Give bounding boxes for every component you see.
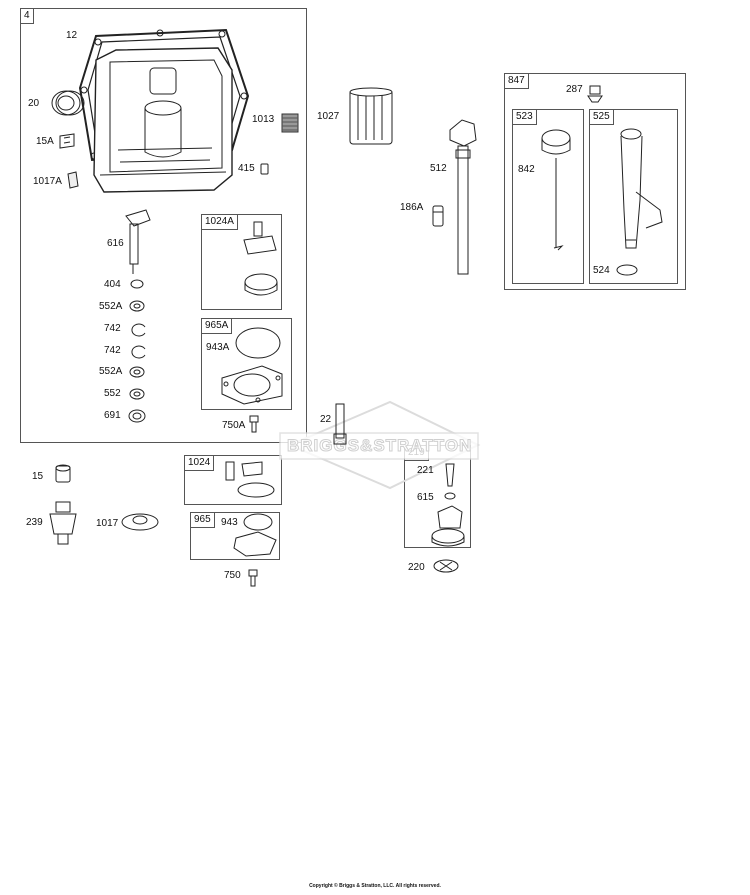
label-part-15: 15: [32, 471, 44, 482]
label-part-616: 616: [107, 238, 124, 249]
label-part-186A: 186A: [400, 202, 424, 213]
washer-552A-b-icon: [129, 366, 145, 378]
label-part-552: 552: [104, 388, 121, 399]
label-part-552A-2: 552A: [99, 366, 123, 377]
label-part-691: 691: [104, 410, 121, 421]
pin-221-icon: [445, 463, 455, 487]
label-part-750: 750: [224, 570, 241, 581]
label-part-239: 239: [26, 517, 43, 528]
label-part-220: 220: [408, 562, 425, 573]
label-part-943: 943: [221, 517, 238, 528]
group-box-965: 965: [190, 512, 280, 560]
plug-415-icon: [260, 163, 269, 175]
governor-gear-219-icon: [431, 505, 465, 547]
dipstick-842-icon: [541, 129, 571, 251]
washer-552-icon: [129, 388, 145, 400]
oil-seal-20-icon: [51, 90, 85, 116]
label-part-750A: 750A: [222, 420, 246, 431]
label-part-15A: 15A: [36, 136, 54, 147]
oil-pump-1024-icon: [225, 461, 275, 498]
screw-287-icon: [587, 85, 603, 103]
cover-965-icon: [233, 531, 277, 557]
label-part-615: 615: [417, 492, 434, 503]
label-part-415: 415: [238, 163, 255, 174]
group-tag-965A: 965A: [202, 319, 233, 334]
label-part-943A: 943A: [206, 342, 230, 353]
washer-404-icon: [130, 279, 144, 289]
plug-15-icon: [55, 464, 71, 483]
group-box-523: 523: [512, 109, 584, 284]
group-box-965A: 965A: [201, 318, 292, 410]
label-part-1013: 1013: [252, 114, 275, 125]
label-part-552A-1: 552A: [99, 301, 123, 312]
label-part-404: 404: [104, 279, 121, 290]
cap-1017-icon: [121, 513, 159, 531]
label-part-1017: 1017: [96, 518, 119, 529]
group-tag-525: 525: [590, 110, 614, 125]
group-box-1024A: 1024A: [201, 214, 282, 310]
sump-body-icon: [93, 47, 233, 193]
group-tag-847: 847: [505, 74, 529, 89]
e-ring-742-icon: [131, 323, 146, 337]
group-box-1024: 1024: [184, 455, 282, 505]
part-1013-icon: [281, 113, 299, 133]
cover-965A-icon: [221, 365, 283, 405]
group-tag-523: 523: [513, 110, 537, 125]
oil-pump-1024A-icon: [243, 221, 278, 296]
gasket-943-icon: [243, 513, 273, 531]
screw-750-icon: [248, 569, 258, 587]
gasket-943A-icon: [235, 327, 281, 359]
washer-220-icon: [433, 559, 459, 573]
label-part-742-2: 742: [104, 345, 121, 356]
screw-750A-icon: [249, 415, 259, 433]
group-tag-4: 4: [21, 9, 34, 24]
bolt-22-icon: [333, 403, 347, 445]
label-part-221: 221: [417, 465, 434, 476]
o-ring-524-icon: [616, 264, 638, 276]
label-part-20: 20: [28, 98, 40, 109]
watermark-text: BRIGGS&STRATTON: [286, 436, 473, 456]
label-part-12: 12: [66, 30, 78, 41]
bracket-1017A-icon: [67, 171, 79, 189]
washer-552A-icon: [129, 300, 145, 312]
dipstick-tube-512-icon: [449, 119, 477, 275]
label-part-524: 524: [593, 265, 610, 276]
group-box-847: 847: [504, 73, 686, 290]
plug-15A-icon: [59, 133, 75, 149]
copyright-notice: Copyright © Briggs & Stratton, LLC. All …: [309, 883, 441, 889]
fitting-186A-icon: [432, 205, 444, 227]
label-part-22: 22: [320, 414, 332, 425]
label-part-512: 512: [430, 163, 447, 174]
label-part-1017A: 1017A: [33, 176, 62, 187]
group-box-525: 525: [589, 109, 678, 284]
label-part-287: 287: [566, 84, 583, 95]
group-box-4: 4: [20, 8, 307, 443]
washer-691-icon: [128, 409, 146, 423]
group-tag-965: 965: [191, 513, 215, 528]
group-tag-1024: 1024: [185, 456, 215, 471]
label-part-742-1: 742: [104, 323, 121, 334]
governor-shaft-616-icon: [125, 209, 151, 274]
e-ring-742b-icon: [131, 345, 146, 359]
oil-sensor-239-icon: [49, 501, 77, 545]
group-tag-1024A: 1024A: [202, 215, 238, 230]
dipstick-tube-525-icon: [620, 128, 663, 249]
label-part-842: 842: [518, 164, 535, 175]
oil-filter-1027-icon: [349, 87, 393, 145]
label-part-1027: 1027: [317, 111, 340, 122]
washer-615-icon: [444, 492, 456, 500]
